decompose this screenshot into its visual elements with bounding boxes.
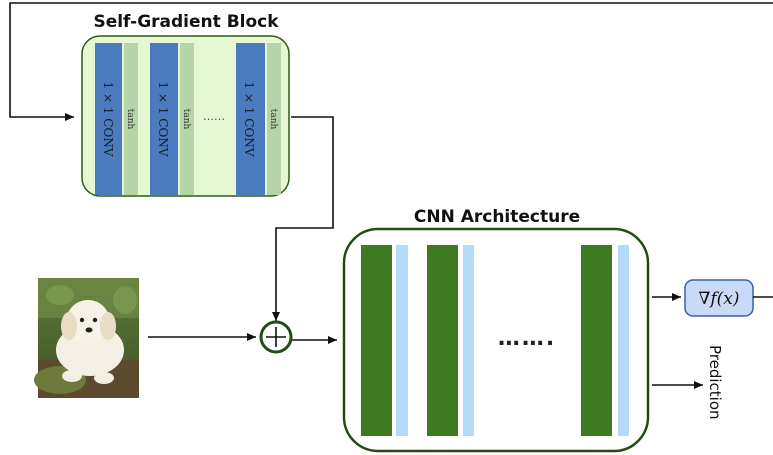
cnn-architecture-box <box>342 227 650 453</box>
gradient-box <box>684 279 754 317</box>
tanh-layer-2 <box>180 43 194 195</box>
self-gradient-block-title: Self-Gradient Block <box>93 12 279 32</box>
input-image <box>34 278 139 398</box>
self-gradient-block: Self-Gradient Block 1 × 1 CONV tanh 1 × … <box>81 12 290 197</box>
gradient-output: ∇f(x) <box>684 279 754 317</box>
prediction-label: Prediction <box>706 345 724 420</box>
cnn-activation-1 <box>396 245 408 436</box>
conv-layer-1-label: 1 × 1 CONV <box>101 82 115 157</box>
block-to-sum-arrow <box>272 116 334 321</box>
gradient-label: ∇f(x) <box>698 289 739 309</box>
cnn-layer-n <box>581 245 612 436</box>
cnn-layer-2 <box>427 245 458 436</box>
feedback-loop-arrow <box>9 2 773 121</box>
tanh-layer-1-label: tanh <box>125 109 135 130</box>
conv-layer-2 <box>150 43 178 195</box>
self-gradient-ellipsis: …… <box>203 110 225 123</box>
conv-layer-n <box>236 43 265 195</box>
cnn-ellipsis: ……. <box>498 326 556 351</box>
cnn-architecture-title: CNN Architecture <box>414 207 580 227</box>
sum-node <box>259 320 293 354</box>
conv-layer-2-label: 1 × 1 CONV <box>156 82 170 157</box>
cnn-activation-2 <box>463 245 474 436</box>
tanh-layer-1 <box>124 43 138 195</box>
conv-layer-1 <box>95 43 122 195</box>
cnn-activation-n <box>618 245 629 436</box>
cnn-layer-1 <box>361 245 392 436</box>
tanh-layer-2-label: tanh <box>181 109 191 130</box>
tanh-layer-n <box>267 43 281 195</box>
cnn-architecture-block: CNN Architecture ……. <box>342 207 650 453</box>
conv-layer-n-label: 1 × 1 CONV <box>242 82 256 157</box>
tanh-layer-n-label: tanh <box>268 109 278 130</box>
